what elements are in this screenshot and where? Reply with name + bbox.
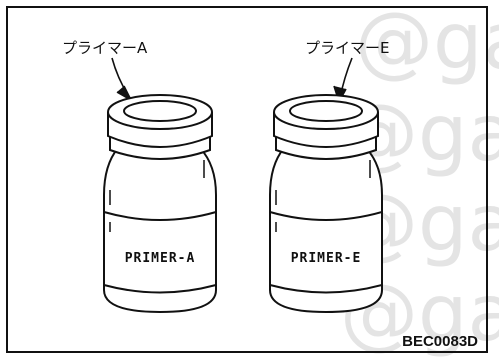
- callout-label-left: プライマーA: [62, 39, 148, 57]
- watermark-text: @ga: [355, 0, 499, 87]
- bottle-label-right: PRIMER-E: [291, 251, 362, 266]
- bottle-body: [103, 147, 217, 314]
- bottle-shading: [109, 160, 205, 232]
- label-bottom-edge: [269, 284, 383, 294]
- leader-arrow-left: [111, 57, 133, 103]
- label-top-edge: [103, 211, 217, 221]
- bottle-label-left: PRIMER-A: [125, 251, 196, 266]
- bottle-cap-inner: [123, 100, 197, 122]
- label-top-edge: [269, 211, 383, 221]
- bottle-primer-a: [103, 94, 217, 314]
- bottle-body: [269, 147, 383, 314]
- callout-label-right: プライマーE: [305, 39, 389, 57]
- figure-frame: [6, 6, 488, 353]
- label-bottom-edge: [103, 284, 217, 294]
- bottle-shading: [275, 160, 371, 232]
- bottle-primer-e: [269, 94, 383, 314]
- bottle-cap-inner: [289, 100, 363, 122]
- figure-code: BEC0083D: [402, 333, 478, 350]
